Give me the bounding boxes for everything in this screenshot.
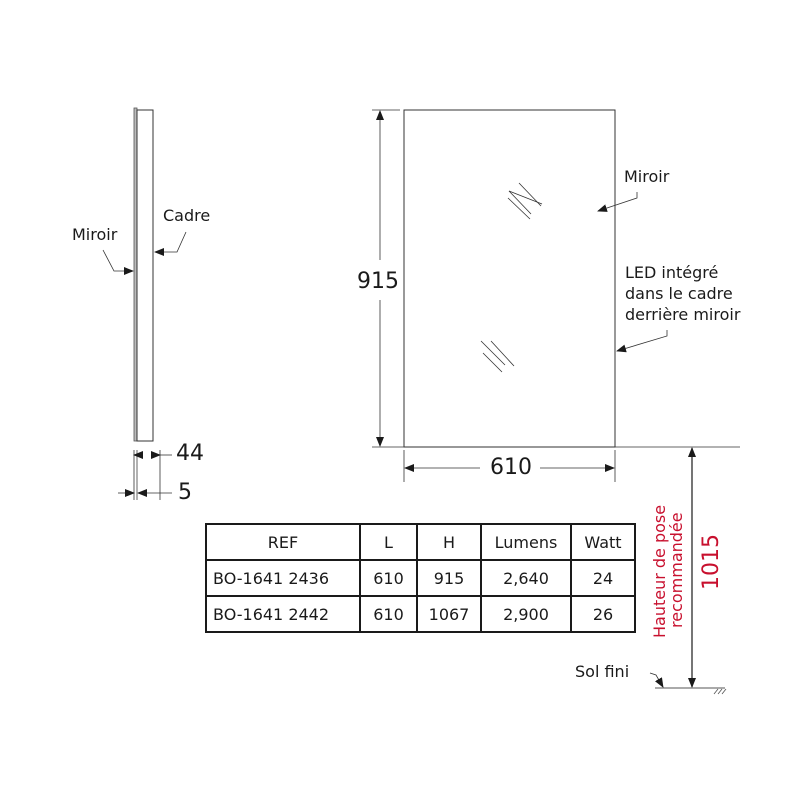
side-view-profile [133,107,154,442]
header-ref: REF [205,523,361,561]
led-label-line2: dans le cadre [625,284,733,303]
dim-mirror-thickness: 5 [178,480,192,505]
cell-watt: 26 [570,595,636,633]
floor-label: Sol fini [575,662,630,681]
cell-l: 610 [359,595,418,633]
side-label-miroir: Miroir [72,225,118,244]
table-row: BO-1641 2436 610 915 2,640 24 [205,559,636,597]
dim-height-915: 915 [357,269,399,294]
dim-depth-total: 44 [176,441,204,466]
led-label-line3: derrière miroir [625,305,741,324]
header-l: L [359,523,418,561]
cell-h: 915 [416,559,482,597]
cell-lumens: 2,900 [480,595,572,633]
cell-ref: BO-1641 2436 [205,559,361,597]
mirror-front-outline [403,109,616,448]
cell-watt: 24 [570,559,636,597]
header-watt: Watt [570,523,636,561]
floor-hatch-icon [713,688,727,695]
side-label-cadre: Cadre [163,206,211,225]
front-label-miroir: Miroir [624,167,670,186]
led-label-line1: LED intégré [625,263,719,282]
cell-h: 1067 [416,595,482,633]
cell-ref: BO-1641 2442 [205,595,361,633]
mounting-label-line2: recommandée [667,512,686,628]
spec-table: REF L H Lumens Watt BO-1641 2436 610 915… [205,523,636,633]
table-header-row: REF L H Lumens Watt [205,523,636,561]
glass-reflection-icon [480,182,543,373]
header-lumens: Lumens [480,523,572,561]
mounting-height-1015: 1015 [699,534,724,590]
cell-lumens: 2,640 [480,559,572,597]
dim-width-610: 610 [490,455,532,480]
header-h: H [416,523,482,561]
cell-l: 610 [359,559,418,597]
table-row: BO-1641 2442 610 1067 2,900 26 [205,595,636,633]
